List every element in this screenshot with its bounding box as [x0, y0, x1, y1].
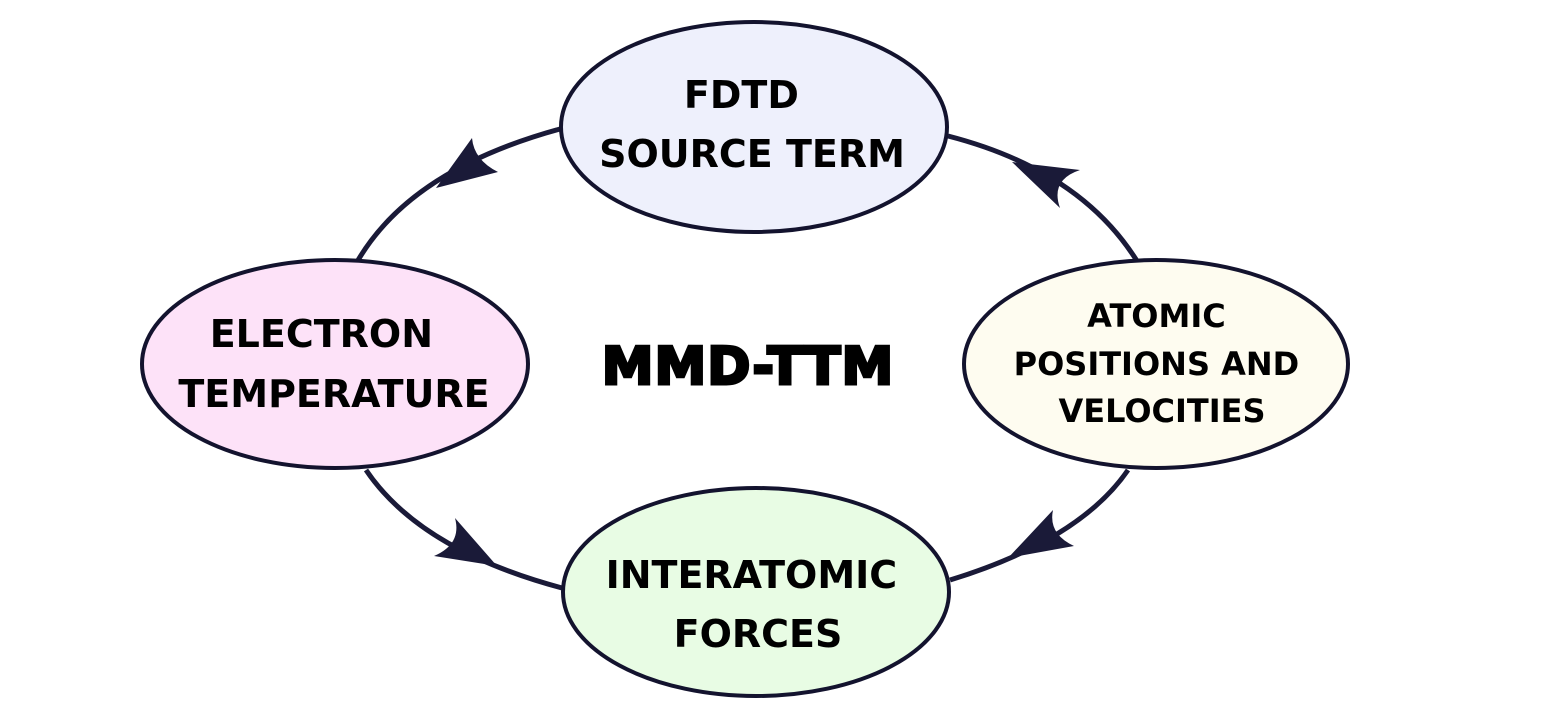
svg-text:ATOMIC POSITIONS AND: ATOMIC POSITIONS AND VELOCITIES	[1014, 297, 1311, 430]
arrowhead-top-right	[1012, 162, 1080, 208]
svg-text:INTERATOMIC FORCES: INTERATOMIC FORCES	[606, 553, 911, 656]
node-atomic-line-3: VELOCITIES	[1058, 392, 1265, 430]
node-forces-line-2: FORCES	[674, 612, 843, 656]
center-title: MMD-TTM	[602, 337, 894, 397]
svg-text:ELECTRON TEMPERATURE: ELECTRON TEMPERATURE	[178, 312, 489, 416]
node-electron-temperature: ELECTRON TEMPERATURE	[140, 258, 530, 470]
arrowhead-top-left	[436, 138, 498, 188]
arrowhead-bottom-right	[1008, 510, 1074, 558]
node-forces-ellipse	[561, 486, 951, 698]
node-electron-line-1: ELECTRON	[210, 312, 433, 356]
node-fdtd-line-1: FDTD	[684, 73, 799, 117]
svg-text:FDTD SOURCE TERM: FDTD SOURCE TERM	[599, 73, 905, 176]
node-atomic-line-1: ATOMIC	[1087, 297, 1226, 335]
node-electron-line-2: TEMPERATURE	[178, 372, 489, 416]
arrow-forces-to-atomic	[949, 468, 1131, 583]
node-electron-ellipse	[140, 258, 530, 470]
node-atomic-line-2: POSITIONS AND	[1014, 345, 1300, 383]
node-fdtd-line-2: SOURCE TERM	[599, 132, 905, 176]
arrow-atomic-to-fdtd	[947, 133, 1140, 263]
arrow-electron-to-forces	[363, 468, 563, 591]
arrow-fdtd-to-electron	[354, 126, 561, 264]
node-interatomic-forces: INTERATOMIC FORCES	[561, 486, 951, 698]
node-atomic-positions-velocities: ATOMIC POSITIONS AND VELOCITIES	[962, 258, 1350, 470]
node-fdtd-ellipse	[559, 20, 949, 234]
node-fdtd-source-term: FDTD SOURCE TERM	[559, 20, 949, 234]
cycle-arrows	[354, 126, 1140, 591]
arrowhead-bottom-left	[434, 518, 497, 566]
node-forces-line-1: INTERATOMIC	[606, 553, 898, 597]
node-atomic-ellipse	[962, 258, 1350, 470]
arrow-heads	[434, 138, 1080, 566]
